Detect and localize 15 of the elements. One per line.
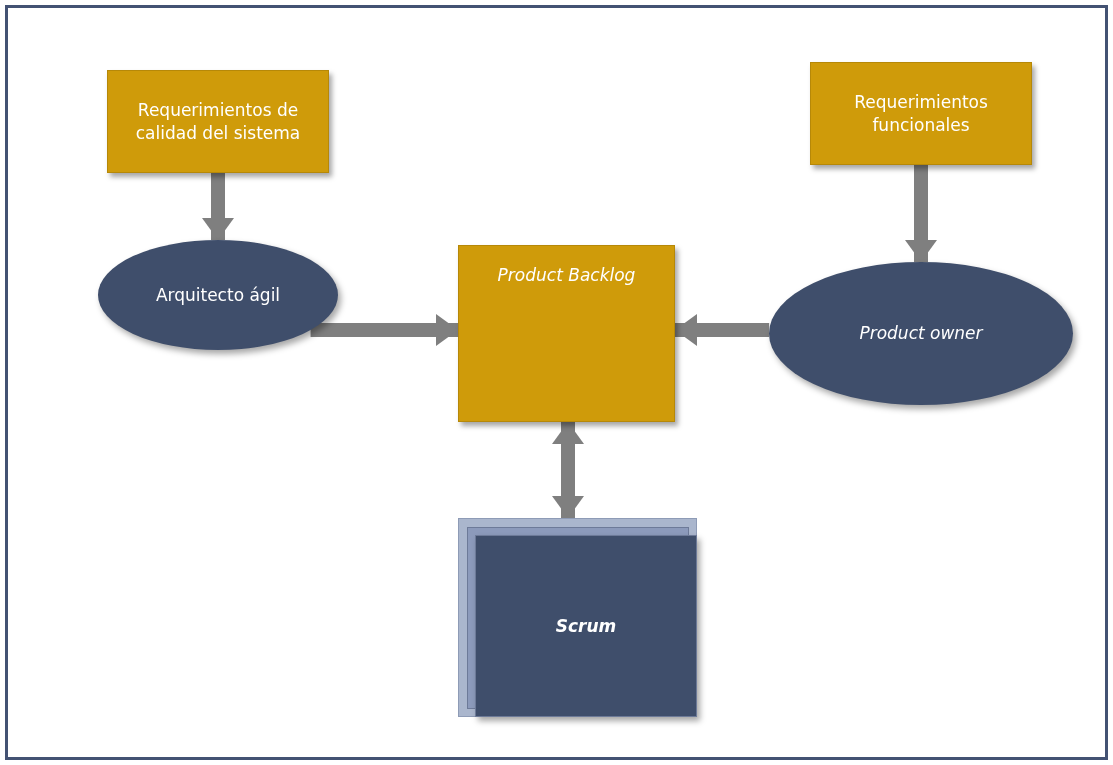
node-label: Scrum — [555, 614, 617, 638]
process-box — [107, 70, 329, 173]
arrow — [675, 314, 770, 346]
process-box — [458, 245, 675, 422]
arrow — [310, 314, 458, 346]
process-box — [810, 62, 1032, 165]
node-label: Requerimientos de calidad del sistema — [134, 98, 302, 145]
stacked-box — [458, 518, 697, 717]
arrow — [552, 422, 584, 518]
arrow — [905, 165, 937, 262]
node-label: Requerimientos funcionales — [853, 90, 989, 137]
arrow — [202, 173, 234, 240]
node-label: Arquitecto ágil — [155, 283, 281, 307]
node-label: Product Backlog — [497, 264, 636, 287]
node-label: Product owner — [859, 322, 983, 345]
